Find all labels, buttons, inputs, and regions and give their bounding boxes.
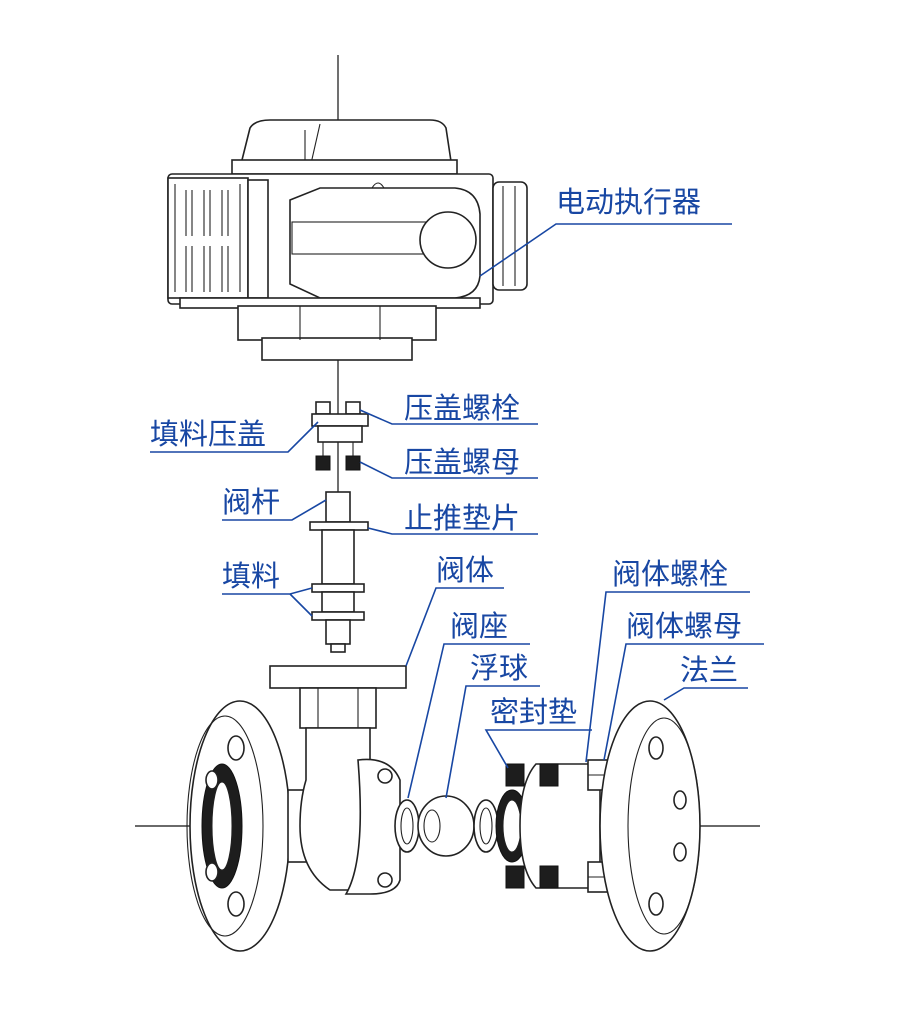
callout-ball: 浮球 xyxy=(445,651,540,799)
packing-ring-lower xyxy=(311,611,365,621)
left-flange xyxy=(186,700,309,952)
label-seat: 阀座 xyxy=(450,609,508,643)
label-packing: 填料 xyxy=(222,559,280,593)
right-flange xyxy=(599,700,701,952)
callout-thrust-washer: 止推垫片 xyxy=(367,501,538,535)
callout-seat: 阀座 xyxy=(407,609,530,799)
body-end-flange xyxy=(344,758,401,895)
seat-right xyxy=(473,799,499,853)
packing-ring-upper xyxy=(311,583,365,593)
gland-bolt-stack xyxy=(311,401,369,471)
actuator-indicator-window xyxy=(419,211,477,269)
label-gasket: 密封垫 xyxy=(490,695,577,729)
label-gland-nut: 压盖螺母 xyxy=(404,445,520,479)
label-stem: 阀杆 xyxy=(222,485,280,519)
callout-body-bolt: 阀体螺栓 xyxy=(585,557,750,763)
label-ball: 浮球 xyxy=(470,651,528,685)
callout-body: 阀体 xyxy=(405,553,504,667)
actuator-cable-gland xyxy=(492,181,528,291)
valve-body xyxy=(269,665,407,895)
callout-packing-gland: 填料压盖 xyxy=(150,417,319,453)
body-top-pad xyxy=(269,665,407,689)
callout-gasket: 密封垫 xyxy=(484,695,592,769)
callout-gland-nut: 压盖螺母 xyxy=(359,445,538,479)
seat-left xyxy=(394,799,420,853)
thrust-washer xyxy=(309,521,369,531)
label-body-bolt: 阀体螺栓 xyxy=(612,557,728,591)
label-actuator: 电动执行器 xyxy=(556,185,701,219)
actuator-cooling-fins xyxy=(167,177,249,299)
gland-nut-right xyxy=(345,455,361,471)
actuator-base xyxy=(237,305,437,341)
body-bolts xyxy=(505,763,559,889)
packing-gland-plate xyxy=(311,413,369,427)
label-body: 阀体 xyxy=(436,553,494,587)
label-flange: 法兰 xyxy=(680,653,738,687)
label-packing-gland: 填料压盖 xyxy=(150,417,266,451)
label-gland-bolt: 压盖螺栓 xyxy=(404,391,520,425)
callout-flange: 法兰 xyxy=(663,653,748,701)
valve-stem xyxy=(309,491,369,653)
callout-actuator: 电动执行器 xyxy=(479,185,732,277)
actuator-top-cover xyxy=(238,119,453,169)
floating-ball xyxy=(417,795,475,857)
electric-actuator xyxy=(167,119,528,361)
callout-body-nut: 阀体螺母 xyxy=(603,609,764,761)
label-thrust-washer: 止推垫片 xyxy=(404,501,520,535)
gland-nut-left xyxy=(315,455,331,471)
callout-stem: 阀杆 xyxy=(222,485,327,521)
callout-packing: 填料 xyxy=(222,559,313,617)
label-body-nut: 阀体螺母 xyxy=(626,609,742,643)
callout-gland-bolt: 压盖螺栓 xyxy=(359,391,538,425)
